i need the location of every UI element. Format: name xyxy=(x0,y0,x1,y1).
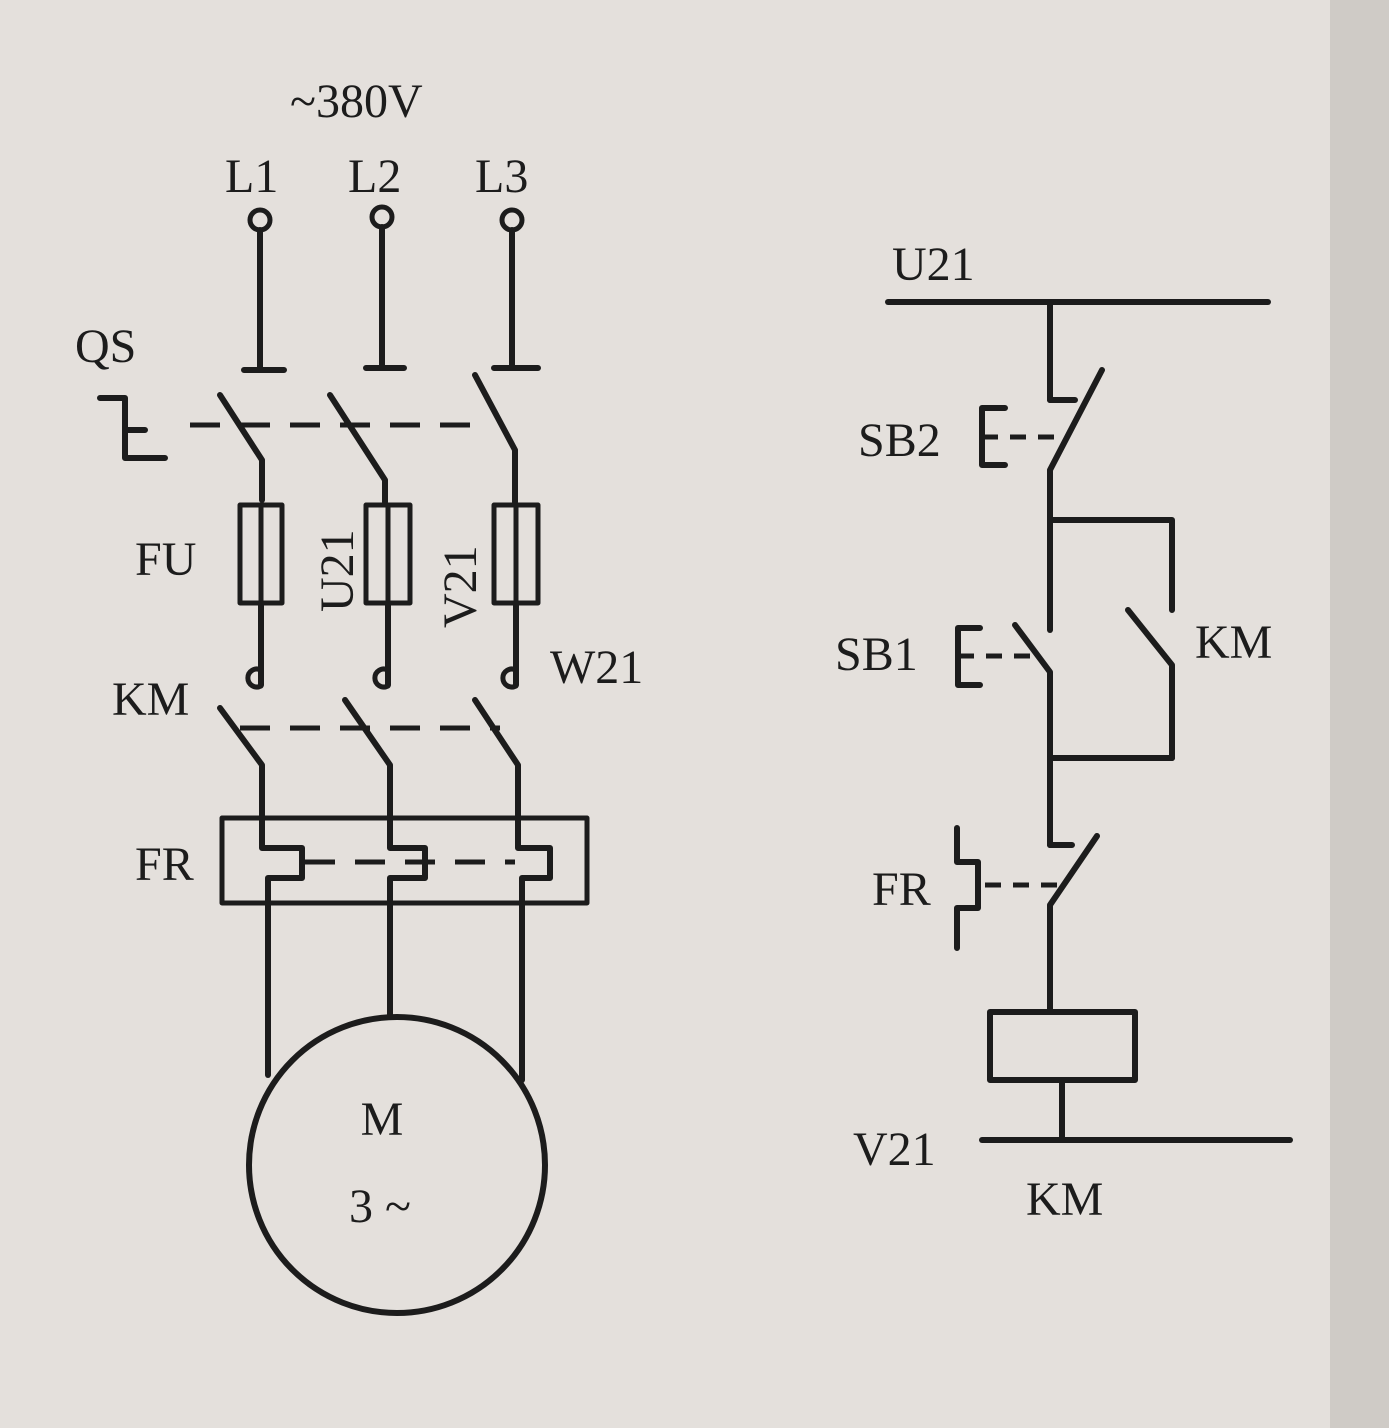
l1-line xyxy=(241,227,287,373)
km-hold-contact-icon xyxy=(1125,607,1175,761)
km-contact-l1 xyxy=(217,705,265,823)
sb1-label: SB1 xyxy=(835,628,918,681)
km-terminal-l3-icon xyxy=(500,666,519,690)
hold-branch-top xyxy=(1047,517,1175,613)
rail-u21-label: U21 xyxy=(892,238,975,291)
fr-control-label: FR xyxy=(872,863,931,916)
fr-overload-contact-icon xyxy=(954,825,1100,1015)
km-contact-l2 xyxy=(342,697,393,823)
supply-voltage-label: ~380V xyxy=(290,75,423,128)
sb2-stop-button-icon xyxy=(979,367,1105,523)
phase-l1-label: L1 xyxy=(225,150,278,203)
km-contact-l3 xyxy=(472,697,521,823)
phase-l3-label: L3 xyxy=(475,150,528,203)
fr-thermal-relay-icon xyxy=(219,815,590,908)
sb1-contact xyxy=(1012,622,1053,761)
km-main-label: KM xyxy=(112,673,189,726)
tap-u21-label: U21 xyxy=(311,529,364,612)
tap-w21-label: W21 xyxy=(550,641,643,694)
l3-line xyxy=(491,227,541,371)
fr-element-l1 xyxy=(259,817,305,908)
fr-element-l3 xyxy=(515,817,553,908)
qs-handle-icon xyxy=(97,395,168,461)
km-coil-body xyxy=(987,1009,1138,1083)
km-hold-blade xyxy=(1125,607,1175,761)
qs-blade-l2 xyxy=(327,392,388,505)
fu-label: FU xyxy=(135,533,196,586)
qs-label: QS xyxy=(75,320,136,373)
motor-type-label: 3 ~ xyxy=(349,1180,411,1233)
qs-switch-icon xyxy=(97,372,518,505)
page-shadow xyxy=(1330,0,1389,1428)
km-terminal-l1-icon xyxy=(245,666,264,690)
supply-terminals xyxy=(241,204,541,373)
km-main-contacts-icon xyxy=(217,697,521,823)
motor-circle xyxy=(246,1014,548,1316)
l2-line xyxy=(363,224,407,371)
motor-name-label: M xyxy=(361,1093,404,1146)
motor-icon xyxy=(246,1014,548,1316)
fr-main-label: FR xyxy=(135,838,194,891)
km-terminal-l2-icon xyxy=(372,666,391,690)
km-terminals xyxy=(245,666,519,690)
sb2-contact xyxy=(1047,367,1105,523)
km-hold-label: KM xyxy=(1195,616,1272,669)
fr-thermal-actuator xyxy=(954,825,981,951)
sb2-label: SB2 xyxy=(858,414,941,467)
qs-blade-l3 xyxy=(472,372,518,505)
qs-blade-l1 xyxy=(217,392,265,503)
phase-l2-label: L2 xyxy=(348,150,401,203)
fuse-icons xyxy=(237,502,541,688)
fr-control-blade xyxy=(1047,833,1100,1015)
coil-km-label: KM xyxy=(1026,1173,1103,1226)
rail-v21-label: V21 xyxy=(853,1123,936,1176)
sb1-start-button-icon xyxy=(955,622,1053,761)
tap-v21-label: V21 xyxy=(434,545,487,628)
km-coil-icon xyxy=(987,1009,1138,1083)
fr-housing xyxy=(219,815,590,906)
